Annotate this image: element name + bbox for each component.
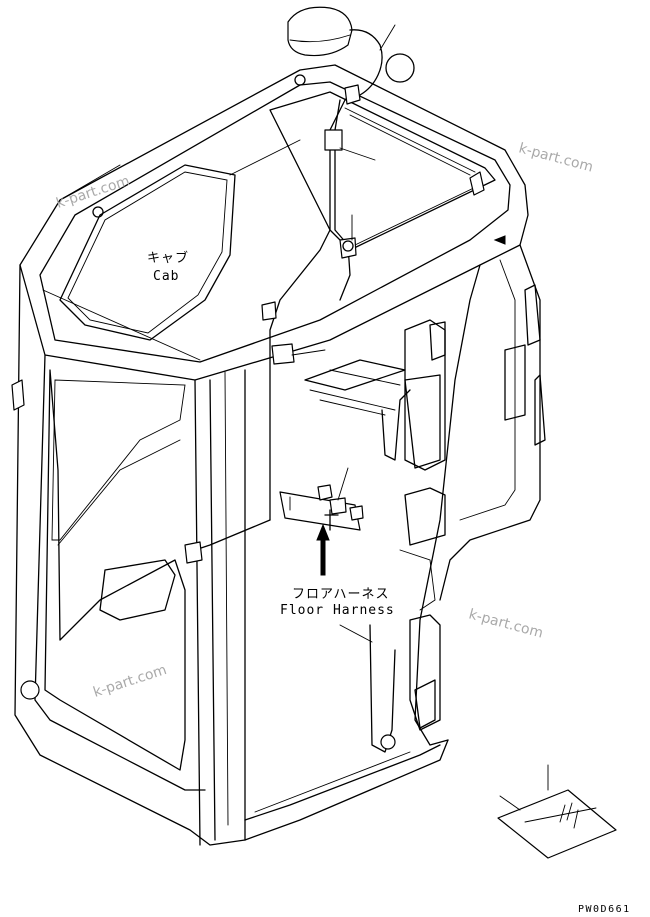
beacon-and-harness: [184, 6, 415, 564]
cab-label-jp: キャブ: [147, 250, 189, 266]
watermark: k-part.com: [91, 662, 168, 701]
watermark: k-part.com: [54, 173, 131, 212]
floor-harness-label-en: Floor Harness: [280, 603, 395, 618]
decal-part: [497, 764, 617, 859]
floor-harness-label-jp: フロアハーネス: [292, 587, 389, 602]
cab-label-en: Cab: [153, 269, 179, 284]
watermark: k-part.com: [517, 140, 595, 175]
cab-frame: [11, 64, 546, 846]
watermark: k-part.com: [467, 606, 545, 641]
drawing-code: PW0D661: [578, 904, 631, 915]
floor-harness-connector: [279, 467, 373, 643]
